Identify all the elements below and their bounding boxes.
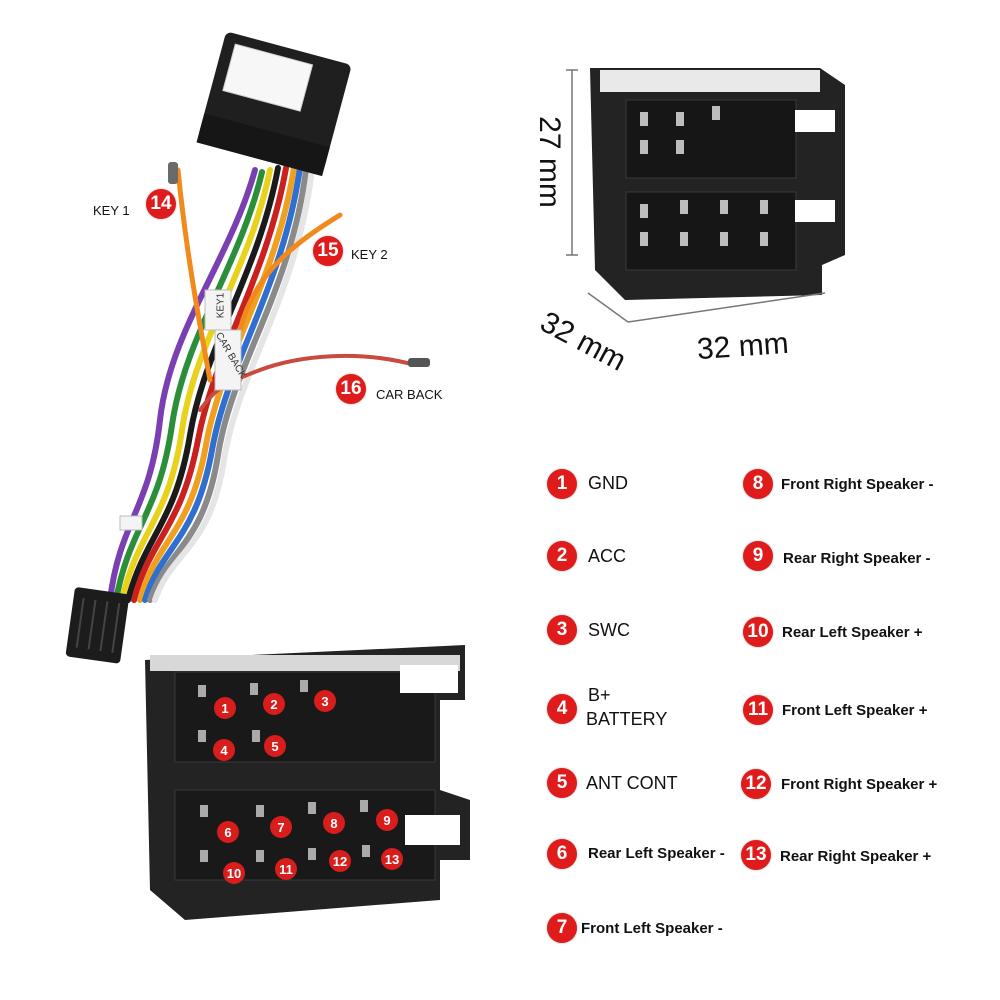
connector-pin-10: 10: [223, 862, 245, 884]
legend-label-10: Rear Left Speaker +: [782, 624, 923, 641]
connector-pin-8: 8: [323, 812, 345, 834]
connector-pin-5: 5: [264, 735, 286, 757]
legend-label-2: ACC: [588, 546, 627, 566]
legend-label-5: ANT CONT: [586, 773, 678, 793]
legend-badge-3: 3: [547, 615, 577, 645]
legend-badge-1: 1: [547, 469, 577, 499]
connector-pin-13: 13: [381, 848, 403, 870]
legend-label-4-line2: BATTERY: [586, 709, 668, 729]
legend-label-3: SWC: [588, 620, 630, 640]
car-back-label: CAR BACK: [376, 387, 443, 402]
legend-badge-12: 12: [741, 769, 771, 799]
legend-label-6: Rear Left Speaker -: [588, 845, 725, 862]
callout-14-badge: 14: [146, 189, 176, 219]
connector-pin-3: 3: [314, 690, 336, 712]
legend-label-13: Rear Right Speaker +: [780, 848, 932, 865]
legend-badge-9: 9: [743, 541, 773, 571]
connector-pin-11: 11: [275, 858, 297, 880]
legend-badge-10: 10: [743, 617, 773, 647]
legend-label-11: Front Left Speaker +: [782, 702, 928, 719]
connector-pin-6: 6: [217, 821, 239, 843]
connector-pin-2: 2: [263, 693, 285, 715]
callout-16-badge: 16: [336, 374, 366, 404]
legend-badge-11: 11: [743, 695, 773, 725]
legend-label-12: Front Right Speaker +: [781, 776, 938, 793]
legend-label-1: GND: [588, 473, 628, 493]
legend-label-4-line1: B+: [588, 685, 611, 705]
legend-label-9: Rear Right Speaker -: [783, 550, 931, 567]
legend-label-7: Front Left Speaker -: [581, 920, 723, 937]
connector-pin-12: 12: [329, 850, 351, 872]
legend-badge-5: 5: [547, 768, 577, 798]
callout-15-badge: 15: [313, 236, 343, 266]
connector-pin-4: 4: [213, 739, 235, 761]
legend-badge-13: 13: [741, 840, 771, 870]
connector-pin-1: 1: [214, 697, 236, 719]
connector-pin-9: 9: [376, 809, 398, 831]
connector-pin-7: 7: [270, 816, 292, 838]
key1-label: KEY 1: [93, 203, 130, 218]
legend-label-8: Front Right Speaker -: [781, 476, 934, 493]
legend-badge-4: 4: [547, 694, 577, 724]
key2-label: KEY 2: [351, 247, 388, 262]
legend-badge-7: 7: [547, 913, 577, 943]
legend-badge-6: 6: [547, 839, 577, 869]
legend-badge-2: 2: [547, 541, 577, 571]
legend-badge-8: 8: [743, 469, 773, 499]
